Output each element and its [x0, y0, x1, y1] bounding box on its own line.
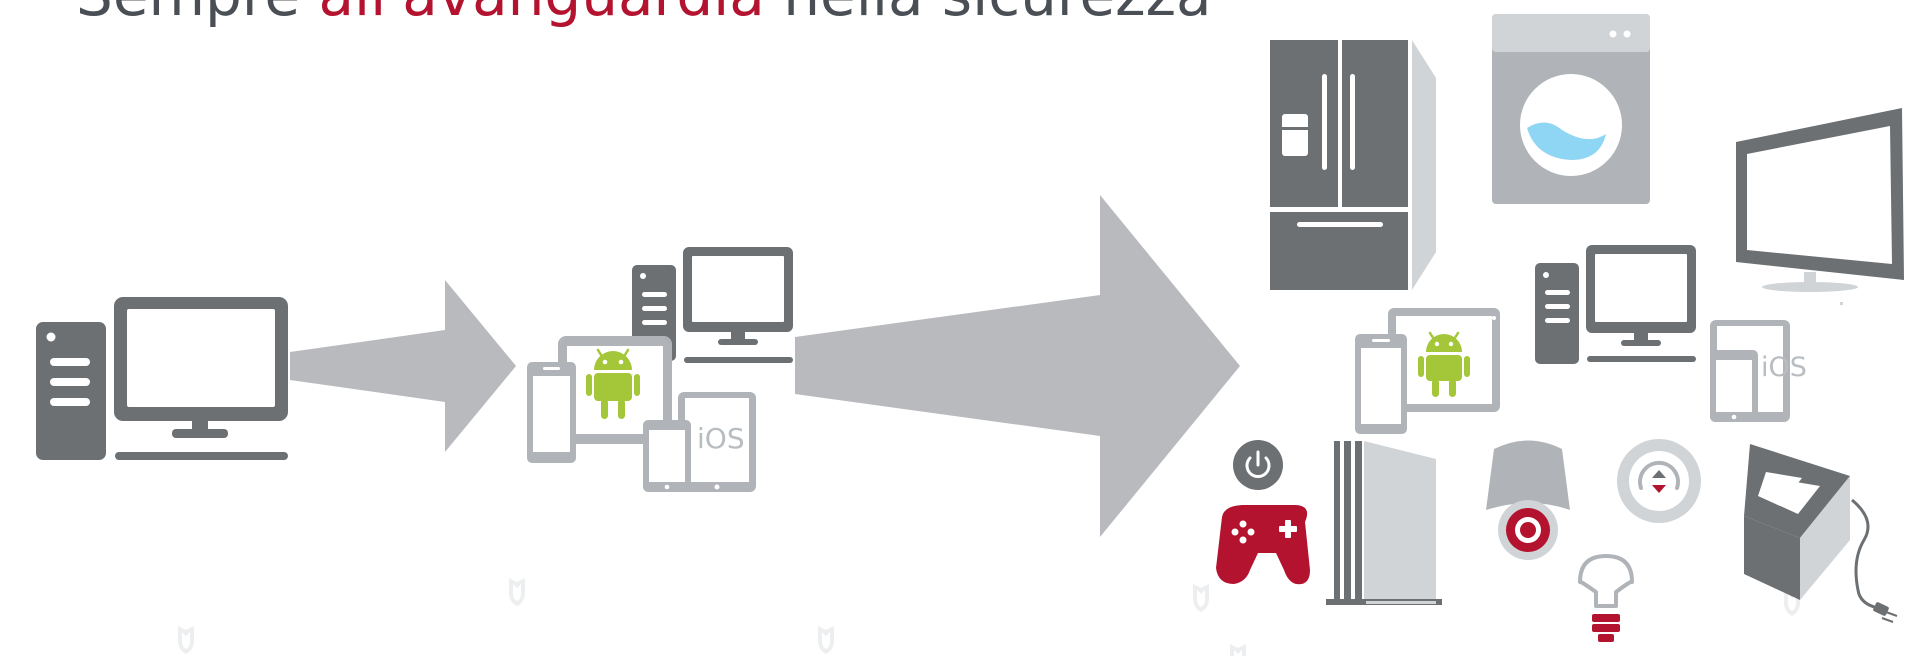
washing-machine-icon [1492, 14, 1650, 204]
thermostat-icon [1617, 439, 1701, 523]
refrigerator-icon [1268, 40, 1436, 290]
ios-phone-icon [643, 420, 691, 492]
android-logo [586, 348, 640, 419]
desktop-pc-icon [1535, 245, 1696, 364]
multi-device-group: iOS [527, 247, 793, 492]
ios-label: iOS [697, 422, 745, 455]
smart-tv-icon [1736, 108, 1904, 305]
ios-tablet-icon: iOS [678, 392, 756, 492]
arrow-icon [795, 195, 1240, 537]
toaster-icon [1744, 444, 1898, 623]
arrow-icon [290, 280, 516, 452]
ios-phone-icon [1710, 350, 1758, 422]
security-camera-icon [1486, 440, 1570, 560]
title-part-2-highlight: all'avanguardia [319, 0, 765, 29]
watermark-shield-icon [178, 626, 194, 654]
game-console-icon [1326, 441, 1442, 605]
android-logo [1418, 331, 1470, 397]
watermark-shield-icon [818, 626, 834, 654]
watermark-group [178, 578, 1800, 656]
smart-bulb-icon [1578, 554, 1634, 642]
page-title: Sempre all'avanguardia nella sicurezza [76, 0, 1212, 24]
watermark-shield-icon [1230, 644, 1246, 656]
power-icon [1233, 440, 1283, 490]
android-phone-icon [1355, 334, 1407, 434]
android-phone-icon [527, 362, 576, 463]
watermark-shield-icon [509, 578, 525, 606]
title-part-3: nella sicurezza [783, 0, 1211, 29]
title-part-1: Sempre [76, 0, 300, 29]
iot-devices-group: iOS [1216, 14, 1904, 642]
desktop-pc-icon [36, 297, 288, 460]
watermark-shield-icon [1193, 584, 1209, 612]
gamepad-icon [1216, 505, 1310, 585]
ios-label: iOS [1761, 352, 1807, 383]
